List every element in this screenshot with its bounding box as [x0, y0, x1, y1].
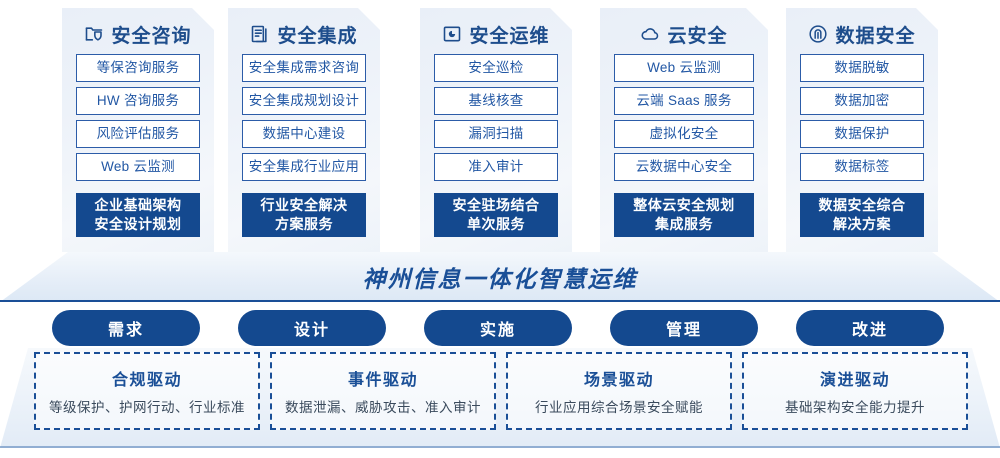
capability-column[interactable]: 数据安全数据脱敏数据加密数据保护数据标签数据安全综合解决方案 — [786, 8, 938, 252]
monitor-chart-icon — [442, 24, 462, 44]
column-solution-badge[interactable]: 安全驻场结合单次服务 — [434, 193, 558, 237]
driver-subtitle: 基础架构安全能力提升 — [785, 400, 925, 415]
column-title: 云安全 — [667, 25, 728, 47]
driver-box[interactable]: 合规驱动等级保护、护网行动、行业标准 — [34, 352, 260, 430]
column-solution-badge[interactable]: 行业安全解决方案服务 — [242, 193, 366, 237]
driver-title: 演进驱动 — [819, 372, 890, 389]
column-header: 安全运维 — [432, 8, 560, 54]
service-item[interactable]: Web 云监测 — [76, 153, 200, 181]
capability-columns: 安全咨询等保咨询服务 HW 咨询服务风险评估服务 Web 云监测企业基础架构安全设计… — [0, 0, 1000, 252]
capability-column[interactable]: 安全集成安全集成需求咨询安全集成规划设计数据中心建设安全集成行业应用行业安全解决… — [228, 8, 380, 252]
column-solution-badge[interactable]: 企业基础架构安全设计规划 — [76, 193, 200, 237]
banner-underline — [0, 300, 1000, 302]
service-item[interactable]: 数据标签 — [800, 153, 924, 181]
solution-line: 集成服务 — [655, 216, 713, 232]
service-list: Web 云监测云端 Saas 服务虚拟化安全云数据中心安全整体云安全规划集成服务 — [612, 54, 756, 237]
solution-line: 解决方案 — [833, 216, 891, 232]
service-item[interactable]: 安全集成需求咨询 — [242, 54, 366, 82]
driver-subtitle: 等级保护、护网行动、行业标准 — [49, 400, 245, 415]
service-item[interactable]: 漏洞扫描 — [434, 120, 558, 148]
solution-line: 安全驻场结合 — [452, 197, 540, 213]
column-header: 安全咨询 — [74, 8, 202, 54]
column-header: 云安全 — [612, 8, 756, 54]
service-item[interactable]: 数据脱敏 — [800, 54, 924, 82]
service-item[interactable]: 数据加密 — [800, 87, 924, 115]
phase-pill[interactable]: 管理 — [610, 310, 758, 346]
column-header: 安全集成 — [240, 8, 368, 54]
phase-pill[interactable]: 实施 — [424, 310, 572, 346]
service-item[interactable]: 准入审计 — [434, 153, 558, 181]
platform-banner-text: 神州信息一体化智慧运维 — [362, 266, 638, 292]
service-item[interactable]: HW 咨询服务 — [76, 87, 200, 115]
platform-banner: 神州信息一体化智慧运维 — [0, 252, 1000, 302]
service-item[interactable]: 等保咨询服务 — [76, 54, 200, 82]
base-underline — [0, 446, 1000, 448]
column-title: 安全运维 — [469, 25, 550, 47]
service-list: 安全集成需求咨询安全集成规划设计数据中心建设安全集成行业应用行业安全解决方案服务 — [240, 54, 368, 237]
solution-line: 数据安全综合 — [818, 197, 906, 213]
column-header: 数据安全 — [798, 8, 926, 54]
service-item[interactable]: 云端 Saas 服务 — [614, 87, 754, 115]
phase-pills: 需求 设计 实施 管理 改进 — [0, 310, 1000, 348]
solution-line: 行业安全解决 — [260, 197, 348, 213]
solution-line: 单次服务 — [467, 216, 525, 232]
capability-column[interactable]: 安全咨询等保咨询服务 HW 咨询服务风险评估服务 Web 云监测企业基础架构安全设计… — [62, 8, 214, 252]
service-item[interactable]: 云数据中心安全 — [614, 153, 754, 181]
cloud-icon — [640, 24, 660, 44]
phase-pill[interactable]: 需求 — [52, 310, 200, 346]
driver-boxes: 合规驱动等级保护、护网行动、行业标准事件驱动数据泄漏、威胁攻击、准入审计场景驱动… — [0, 352, 1000, 436]
driver-box[interactable]: 事件驱动数据泄漏、威胁攻击、准入审计 — [270, 352, 496, 430]
capability-column[interactable]: 安全运维安全巡检基线核查漏洞扫描准入审计安全驻场结合单次服务 — [420, 8, 572, 252]
service-item[interactable]: 数据中心建设 — [242, 120, 366, 148]
solution-line: 企业基础架构 — [94, 197, 182, 213]
driver-subtitle: 行业应用综合场景安全赋能 — [535, 400, 703, 415]
service-item[interactable]: 安全巡检 — [434, 54, 558, 82]
service-item[interactable]: 虚拟化安全 — [614, 120, 754, 148]
driver-title: 场景驱动 — [583, 372, 654, 389]
column-solution-badge[interactable]: 整体云安全规划集成服务 — [614, 193, 754, 237]
service-item[interactable]: Web 云监测 — [614, 54, 754, 82]
solution-line: 整体云安全规划 — [633, 197, 735, 213]
service-item[interactable]: 风险评估服务 — [76, 120, 200, 148]
solution-line: 方案服务 — [275, 216, 333, 232]
service-item[interactable]: 安全集成行业应用 — [242, 153, 366, 181]
solution-line: 安全设计规划 — [94, 216, 182, 232]
service-list: 数据脱敏数据加密数据保护数据标签数据安全综合解决方案 — [798, 54, 926, 237]
documents-stack-icon — [250, 24, 270, 44]
driver-box[interactable]: 演进驱动基础架构安全能力提升 — [742, 352, 968, 430]
driver-title: 事件驱动 — [347, 372, 418, 389]
folder-shield-icon — [84, 24, 104, 44]
fingerprint-icon — [808, 24, 828, 44]
column-title: 数据安全 — [835, 25, 916, 47]
driver-title: 合规驱动 — [111, 372, 182, 389]
driver-subtitle: 数据泄漏、威胁攻击、准入审计 — [285, 400, 481, 415]
service-item[interactable]: 基线核查 — [434, 87, 558, 115]
driver-box[interactable]: 场景驱动行业应用综合场景安全赋能 — [506, 352, 732, 430]
service-list: 等保咨询服务 HW 咨询服务风险评估服务 Web 云监测企业基础架构安全设计规划 — [74, 54, 202, 237]
service-item[interactable]: 安全集成规划设计 — [242, 87, 366, 115]
phase-pill[interactable]: 改进 — [796, 310, 944, 346]
capability-column[interactable]: 云安全 Web 云监测云端 Saas 服务虚拟化安全云数据中心安全整体云安全规划集… — [600, 8, 768, 252]
column-solution-badge[interactable]: 数据安全综合解决方案 — [800, 193, 924, 237]
column-title: 安全集成 — [277, 25, 358, 47]
phase-pill[interactable]: 设计 — [238, 310, 386, 346]
service-list: 安全巡检基线核查漏洞扫描准入审计安全驻场结合单次服务 — [432, 54, 560, 237]
column-title: 安全咨询 — [111, 25, 192, 47]
service-item[interactable]: 数据保护 — [800, 120, 924, 148]
